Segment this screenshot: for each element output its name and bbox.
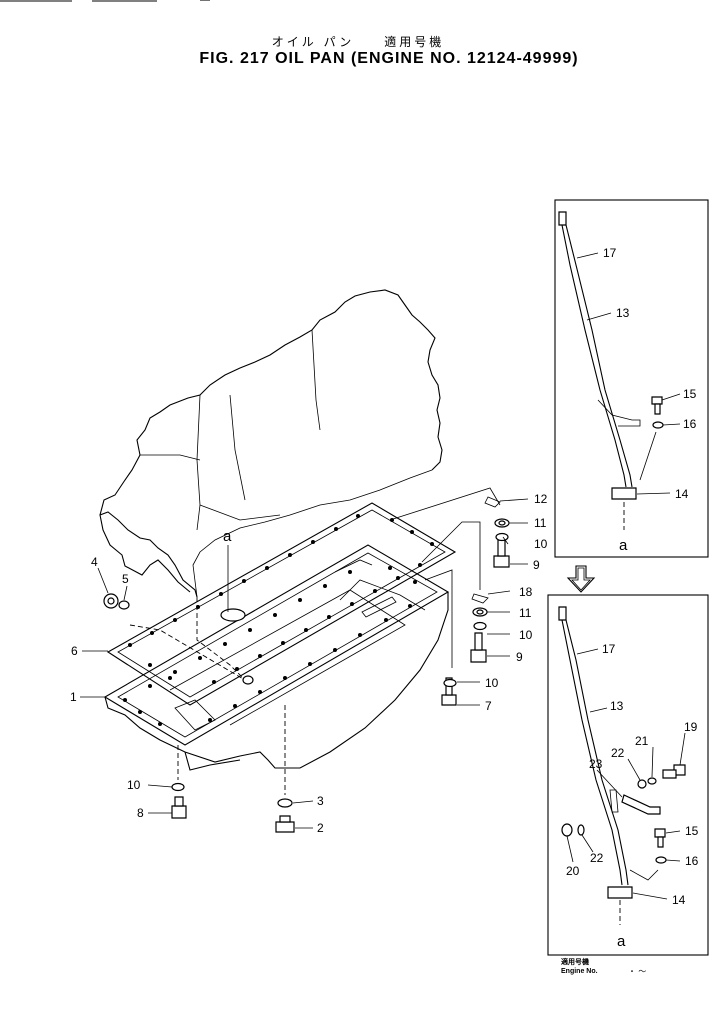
washer-10-low [171, 782, 185, 792]
inset-top-callout-16: 16 [683, 417, 697, 431]
clip-18 [471, 593, 489, 604]
inset-bottom-callout-13: 13 [610, 699, 624, 713]
figure-title-japanese: オイル パン 適用号機 [271, 35, 445, 49]
inset-bottom-callout-15: 15 [685, 824, 699, 838]
callout-7: 7 [485, 699, 492, 713]
inset-bottom-callout-19: 19 [684, 720, 698, 734]
o-ring-3 [277, 798, 293, 808]
hole-a [220, 545, 246, 622]
inset-top-callout-14: 14 [675, 487, 689, 501]
inset-top-callout-13: 13 [616, 306, 630, 320]
inset-bottom-callout-22-bottom: 22 [590, 851, 604, 865]
callout-10-a: 10 [127, 778, 141, 792]
inset-top-ref-a: a [619, 537, 628, 554]
callout-11-b: 11 [534, 516, 547, 530]
gasket-5 [118, 600, 130, 610]
footer-engine-no-value: ・ ～ [628, 967, 647, 976]
engine-block [99, 289, 443, 598]
callout-10-d: 10 [534, 537, 548, 551]
callout-10-c: 10 [519, 628, 533, 642]
oil-pan-gasket [106, 502, 457, 706]
callout-12: 12 [534, 492, 548, 506]
callout-10-b: 10 [485, 676, 499, 690]
callout-1: 1 [70, 690, 77, 704]
inset-bottom-callout-16: 16 [685, 854, 699, 868]
callout-6: 6 [71, 644, 78, 658]
inset-bottom-ref-a: a [617, 933, 626, 950]
callout-3: 3 [317, 794, 324, 808]
callout-9-lower: 9 [516, 650, 523, 664]
plug-8 [171, 796, 187, 819]
oil-pan [103, 544, 450, 771]
inset-top-callout-17: 17 [603, 246, 617, 260]
callout-2: 2 [317, 821, 324, 835]
callout-4: 4 [91, 555, 98, 569]
figure-title: FIG. 217 OIL PAN (ENGINE NO. 12124-49999… [199, 50, 579, 67]
inset-bottom [547, 594, 709, 956]
inset-bottom-callout-22-top: 22 [611, 746, 625, 760]
inset-bottom-callout-14: 14 [672, 893, 686, 907]
footer-applicable-label-jp: 適用号機 [561, 958, 589, 966]
plug-4 [103, 593, 119, 609]
clip-12 [484, 496, 501, 508]
callout-8: 8 [137, 806, 144, 820]
inset-bottom-callout-17: 17 [602, 642, 616, 656]
inset-top-callout-15: 15 [683, 387, 697, 401]
drain-plug-2 [275, 815, 295, 833]
footer-engine-no-label: Engine No. [561, 968, 598, 975]
inset-bottom-callout-21: 21 [635, 734, 649, 748]
arrow-down-icon [566, 565, 596, 593]
callout-11-a: 11 [519, 606, 532, 620]
callout-18: 18 [519, 585, 533, 599]
ref-a-main: a [223, 528, 232, 545]
bolt-9-upper [493, 539, 510, 568]
callout-9-upper: 9 [533, 558, 540, 572]
callout-5: 5 [122, 572, 129, 586]
inset-bottom-callout-20: 20 [566, 864, 580, 878]
bolt-9-lower [470, 632, 487, 663]
inset-top [554, 199, 709, 558]
inset-bottom-callout-23: 23 [589, 757, 603, 771]
